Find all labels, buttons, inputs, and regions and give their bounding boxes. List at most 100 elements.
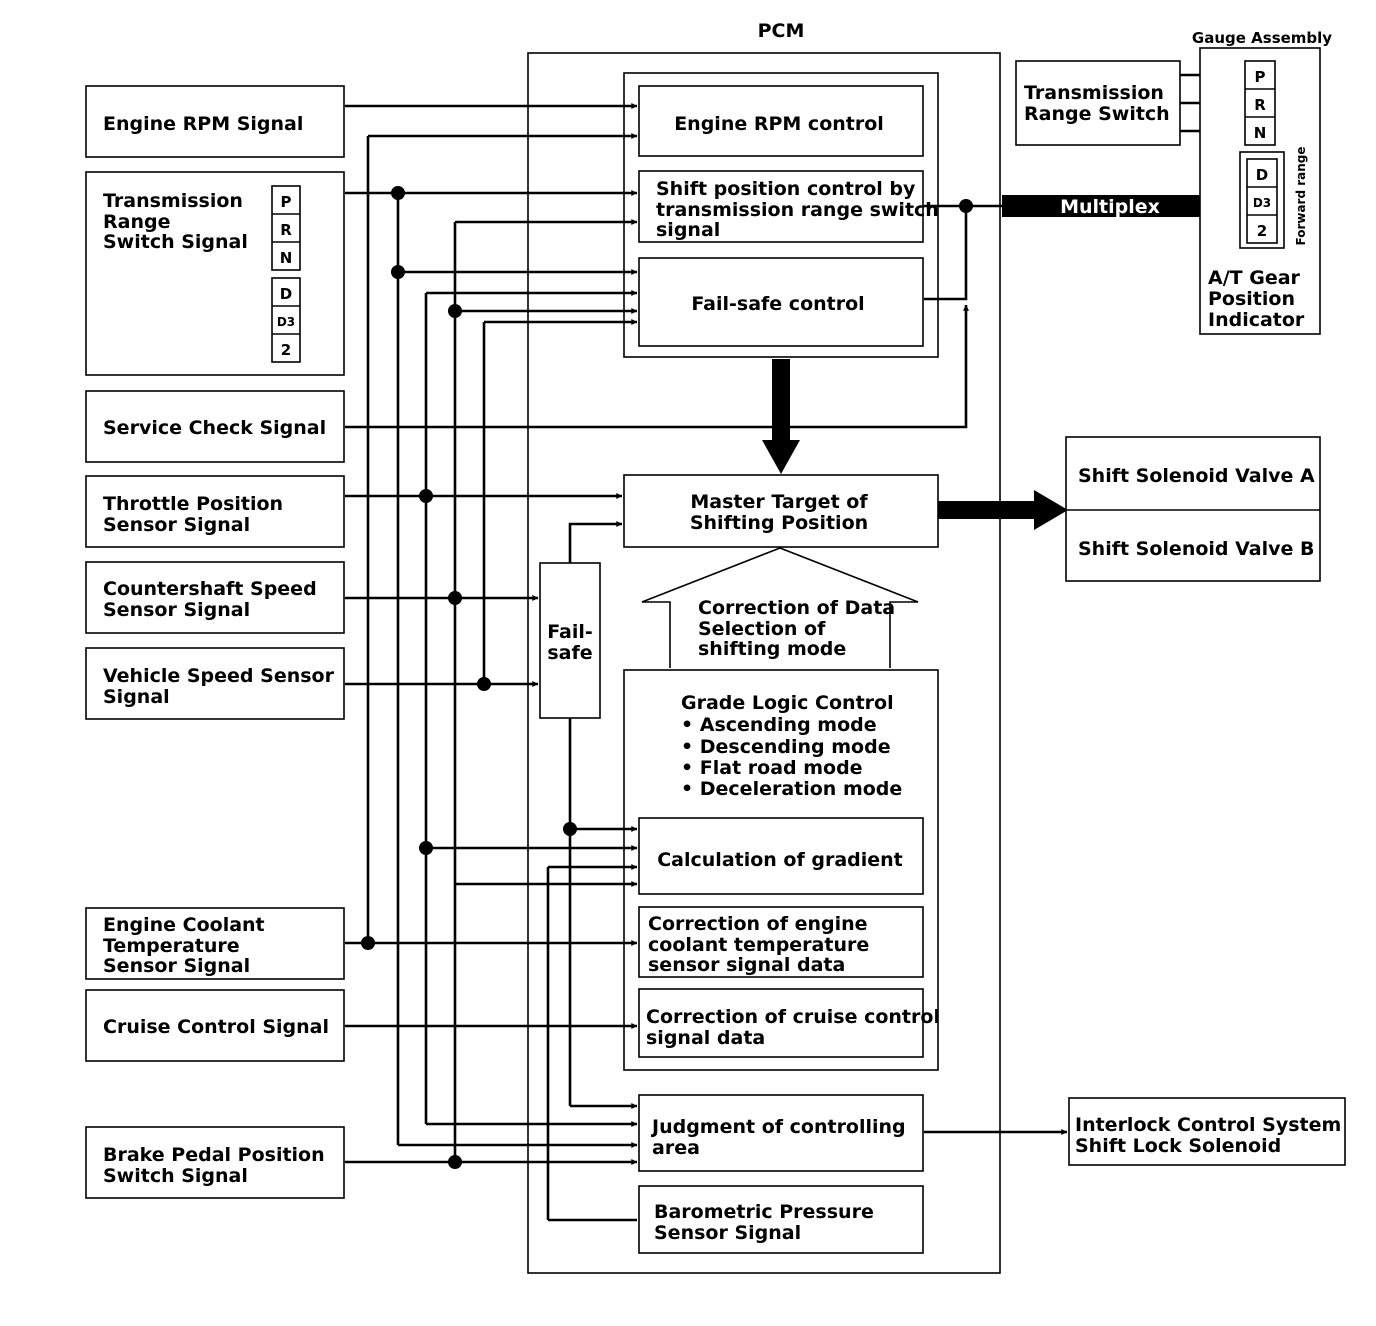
- svg-text:Correction of engine: Correction of engine: [648, 913, 868, 935]
- svg-text:2: 2: [1257, 222, 1267, 240]
- multiplex-label: Multiplex: [1060, 196, 1160, 218]
- svg-text:Gauge Assembly: Gauge Assembly: [1192, 29, 1332, 47]
- svg-text:transmission range switch: transmission range switch: [656, 199, 939, 221]
- forward-range-label: Forward range: [1294, 146, 1308, 245]
- svg-text:P: P: [281, 193, 292, 211]
- svg-text:Temperature: Temperature: [103, 935, 240, 957]
- svg-text:• Deceleration mode: • Deceleration mode: [681, 778, 902, 800]
- output-interlock: Interlock Control System Shift Lock Sole…: [1068, 1097, 1346, 1166]
- block-calculation-gradient: Calculation of gradient: [638, 817, 924, 895]
- svg-text:D3: D3: [277, 315, 295, 329]
- block-barometric: Barometric Pressure Sensor Signal: [638, 1185, 924, 1254]
- gauge-range-letters: P R N: [1244, 60, 1276, 146]
- svg-text:Calculation of gradient: Calculation of gradient: [657, 849, 903, 871]
- svg-text:Sensor Signal: Sensor Signal: [103, 955, 250, 977]
- block-correction-ect: Correction of engine coolant temperature…: [638, 906, 924, 978]
- svg-text:Brake Pedal Position: Brake Pedal Position: [103, 1144, 325, 1166]
- pcm-title: PCM: [758, 20, 805, 42]
- svg-text:Position: Position: [1208, 288, 1295, 310]
- block-fail-safe: Fail- safe: [539, 562, 601, 719]
- svg-text:2: 2: [281, 341, 291, 359]
- solenoid-a-label: Shift Solenoid Valve A: [1078, 465, 1315, 487]
- svg-text:Range: Range: [103, 211, 170, 233]
- svg-text:Indicator: Indicator: [1208, 309, 1305, 331]
- input-throttle-position: Throttle Position Sensor Signal: [85, 475, 345, 548]
- svg-text:Countershaft Speed: Countershaft Speed: [103, 578, 317, 600]
- svg-text:Sensor Signal: Sensor Signal: [103, 514, 250, 536]
- svg-text:Fail-: Fail-: [547, 621, 593, 643]
- svg-text:Engine RPM Signal: Engine RPM Signal: [103, 113, 303, 135]
- svg-text:Engine RPM control: Engine RPM control: [674, 113, 884, 135]
- svg-text:Judgment of controlling: Judgment of controlling: [650, 1116, 906, 1138]
- block-fail-safe-control: Fail-safe control: [638, 257, 924, 347]
- input-vehicle-speed: Vehicle Speed Sensor Signal: [85, 647, 345, 720]
- svg-text:N: N: [1254, 124, 1267, 142]
- solenoid-b-label: Shift Solenoid Valve B: [1078, 538, 1315, 560]
- svg-text:Switch Signal: Switch Signal: [103, 1165, 248, 1187]
- svg-text:Shift position control by: Shift position control by: [656, 178, 916, 200]
- pcm-frame: [527, 52, 1001, 1274]
- svg-text:Engine Coolant: Engine Coolant: [103, 914, 265, 936]
- svg-text:Cruise Control Signal: Cruise Control Signal: [103, 1016, 329, 1038]
- shift-control-group: [623, 72, 939, 358]
- svg-text:Shift Lock Solenoid: Shift Lock Solenoid: [1075, 1135, 1281, 1157]
- svg-text:Barometric Pressure: Barometric Pressure: [654, 1201, 874, 1223]
- svg-text:area: area: [652, 1137, 700, 1159]
- svg-text:Interlock Control System: Interlock Control System: [1075, 1114, 1341, 1136]
- svg-text:A/T Gear: A/T Gear: [1208, 267, 1301, 289]
- svg-text:D: D: [280, 285, 292, 303]
- svg-text:P: P: [1255, 68, 1266, 86]
- gauge-forward-letters: D D3 2: [1246, 158, 1278, 244]
- signal-lines: [345, 73, 1244, 1222]
- svg-text:Switch Signal: Switch Signal: [103, 231, 248, 253]
- thick-arrows: [762, 181, 1240, 530]
- svg-text:Signal: Signal: [103, 686, 170, 708]
- junction-dots: [361, 186, 973, 1169]
- output-transmission-range-switch: Transmission Range Switch: [1015, 60, 1181, 146]
- svg-text:Sensor Signal: Sensor Signal: [103, 599, 250, 621]
- svg-text:Range Switch: Range Switch: [1024, 103, 1170, 125]
- svg-text:R: R: [280, 221, 292, 239]
- block-engine-rpm-control: Engine RPM control: [638, 85, 924, 157]
- grade-logic-group: [623, 669, 939, 1071]
- svg-text:Grade Logic Control: Grade Logic Control: [681, 692, 894, 714]
- svg-text:signal: signal: [656, 219, 720, 241]
- svg-text:Correction of Data: Correction of Data: [698, 597, 895, 619]
- input-engine-coolant: Engine Coolant Temperature Sensor Signal: [85, 907, 345, 980]
- svg-text:R: R: [1254, 96, 1266, 114]
- svg-text:sensor signal data: sensor signal data: [648, 954, 845, 976]
- svg-text:Sensor Signal: Sensor Signal: [654, 1222, 801, 1244]
- svg-text:signal data: signal data: [646, 1027, 765, 1049]
- svg-text:Selection of: Selection of: [698, 618, 826, 640]
- svg-text:N: N: [280, 249, 293, 267]
- svg-text:Service Check Signal: Service Check Signal: [103, 417, 326, 439]
- input-cruise-control: Cruise Control Signal: [85, 989, 345, 1062]
- svg-text:Master Target of: Master Target of: [690, 491, 868, 513]
- svg-text:D: D: [1256, 166, 1268, 184]
- svg-text:Fail-safe control: Fail-safe control: [691, 293, 864, 315]
- input-transmission-range-switch: Transmission Range Switch Signal P R N D…: [85, 171, 345, 376]
- block-master-target: Master Target of Shifting Position: [623, 474, 939, 548]
- svg-text:• Descending mode: • Descending mode: [681, 736, 891, 758]
- forward-letters: D D3 2: [271, 277, 301, 363]
- svg-text:• Ascending mode: • Ascending mode: [681, 714, 877, 736]
- svg-text:shifting mode: shifting mode: [698, 638, 846, 660]
- output-gauge-assembly: Gauge Assembly P R N D D3 2 Forward rang…: [1192, 29, 1332, 335]
- block-correction-data: Correction of Data Selection of shifting…: [641, 547, 919, 668]
- svg-text:Transmission: Transmission: [1024, 82, 1164, 104]
- block-judgment: Judgment of controlling area: [638, 1094, 924, 1172]
- input-countershaft-speed: Countershaft Speed Sensor Signal: [85, 561, 345, 634]
- svg-text:safe: safe: [547, 642, 592, 664]
- svg-text:• Flat road mode: • Flat road mode: [681, 757, 863, 779]
- svg-text:Correction of cruise control: Correction of cruise control: [646, 1006, 940, 1028]
- input-brake-pedal: Brake Pedal Position Switch Signal: [85, 1126, 345, 1199]
- block-correction-cruise: Correction of cruise control signal data: [638, 988, 940, 1058]
- svg-text:coolant temperature: coolant temperature: [648, 934, 869, 956]
- svg-text:D3: D3: [1253, 196, 1271, 210]
- input-service-check: Service Check Signal: [85, 390, 345, 463]
- svg-text:Shifting Position: Shifting Position: [690, 512, 868, 534]
- input-engine-rpm: Engine RPM Signal: [85, 85, 345, 158]
- svg-text:Transmission: Transmission: [103, 190, 243, 212]
- svg-text:Throttle Position: Throttle Position: [103, 493, 283, 515]
